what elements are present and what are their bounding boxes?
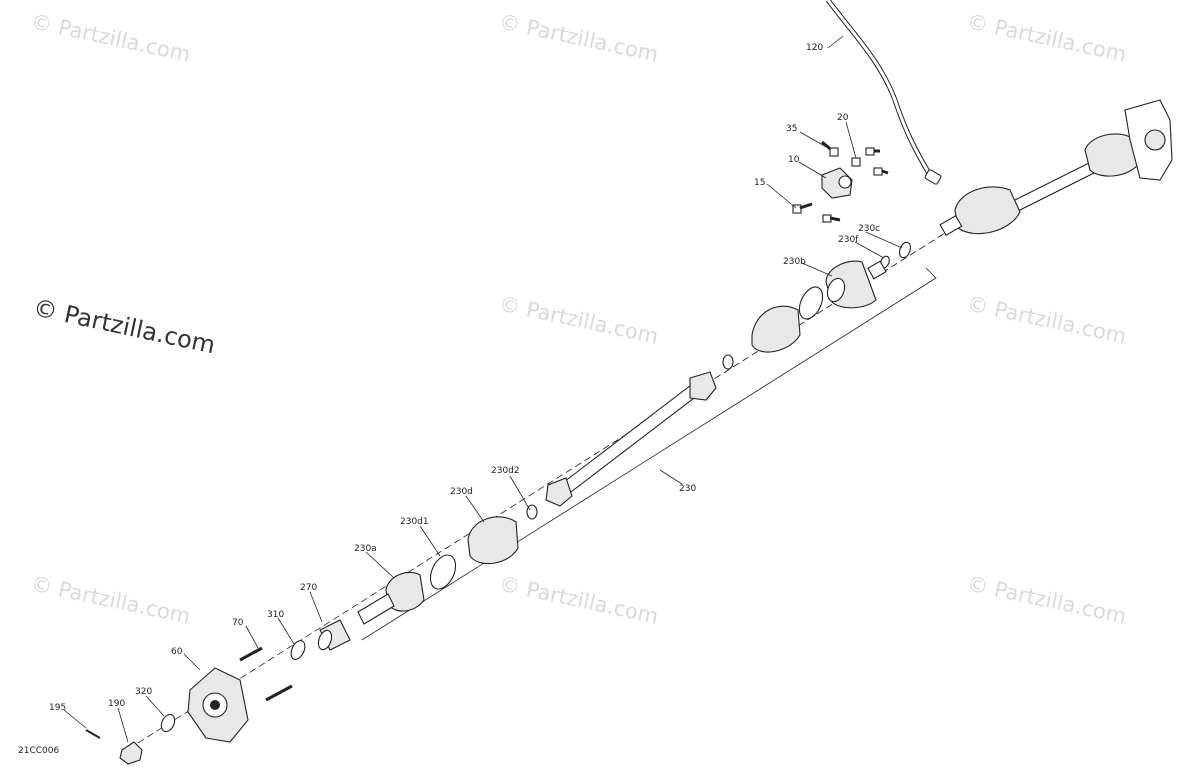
callout-60: 60 xyxy=(171,647,183,657)
ring-230c xyxy=(899,241,911,259)
bolt-15 xyxy=(792,202,841,223)
callout-230d: 230d xyxy=(450,487,473,497)
callout-230a: 230a xyxy=(354,544,377,554)
assembly-axis xyxy=(129,227,954,749)
cotter-pin-195 xyxy=(85,729,101,739)
callout-15: 15 xyxy=(754,178,765,188)
callout-230c: 230c xyxy=(858,224,880,234)
outer-driveshaft xyxy=(939,99,1173,236)
snap-ring-310 xyxy=(290,640,306,660)
callout-120: 120 xyxy=(806,43,823,53)
callout-320: 320 xyxy=(135,687,152,697)
watermark-text: © Partzilla.com xyxy=(29,571,193,628)
callout-35: 35 xyxy=(786,124,797,134)
callout-10: 10 xyxy=(788,155,800,165)
spline-end-upper xyxy=(689,371,717,401)
callout-230b: 230b xyxy=(783,257,806,267)
outer-boot xyxy=(751,305,801,353)
callout-20: 20 xyxy=(837,113,849,123)
clamp-ring-outer xyxy=(798,286,824,320)
callout-70: 70 xyxy=(232,618,244,628)
callout-labels: 120 35 20 10 15 230c 230f 230b 230 230d2… xyxy=(49,43,880,713)
watermark-text: © Partzilla.com xyxy=(965,291,1129,348)
watermark-layer: © Partzilla.com © Partzilla.com © Partzill… xyxy=(29,9,1129,628)
watermark-text: © Partzilla.com xyxy=(965,9,1129,66)
washer-320 xyxy=(160,713,176,733)
callout-230d1: 230d1 xyxy=(400,517,429,527)
watermark-text: © Partzilla.com xyxy=(497,9,661,66)
main-watermark: © Partzilla.com xyxy=(31,293,218,359)
callout-310: 310 xyxy=(267,610,284,620)
watermark-text: © Partzilla.com xyxy=(965,571,1129,628)
studs-70 xyxy=(239,646,293,702)
axle-shaft xyxy=(559,381,703,496)
callout-230f: 230f xyxy=(838,235,859,245)
diagram-code: 21CC006 xyxy=(18,746,59,756)
watermark-text: © Partzilla.com xyxy=(29,9,193,66)
bolt-20 xyxy=(851,147,889,176)
callout-270: 270 xyxy=(300,583,317,593)
bracket-230 xyxy=(361,267,937,641)
callout-230d2: 230d2 xyxy=(491,466,520,476)
watermark-text: © Partzilla.com xyxy=(497,291,661,348)
clamp-ring-230d1 xyxy=(429,554,457,590)
cv-joint-230a xyxy=(357,571,425,625)
hub-bearing-10 xyxy=(821,167,853,199)
cv-joint-230b xyxy=(825,260,887,309)
watermark-text: © Partzilla.com xyxy=(497,571,661,628)
callout-190: 190 xyxy=(108,699,125,709)
hose-fill xyxy=(826,0,932,176)
bolt-35 xyxy=(821,140,839,157)
spline-end-lower xyxy=(545,477,573,507)
callout-230: 230 xyxy=(679,484,696,494)
wheel-hub-60 xyxy=(187,667,249,743)
bearing-270 xyxy=(317,619,351,651)
small-clamp xyxy=(722,354,734,370)
hose-end xyxy=(924,169,942,185)
nut-190 xyxy=(119,741,143,765)
leader-lines xyxy=(63,35,903,743)
callout-195: 195 xyxy=(49,703,66,713)
inner-boot-230d xyxy=(467,516,519,565)
